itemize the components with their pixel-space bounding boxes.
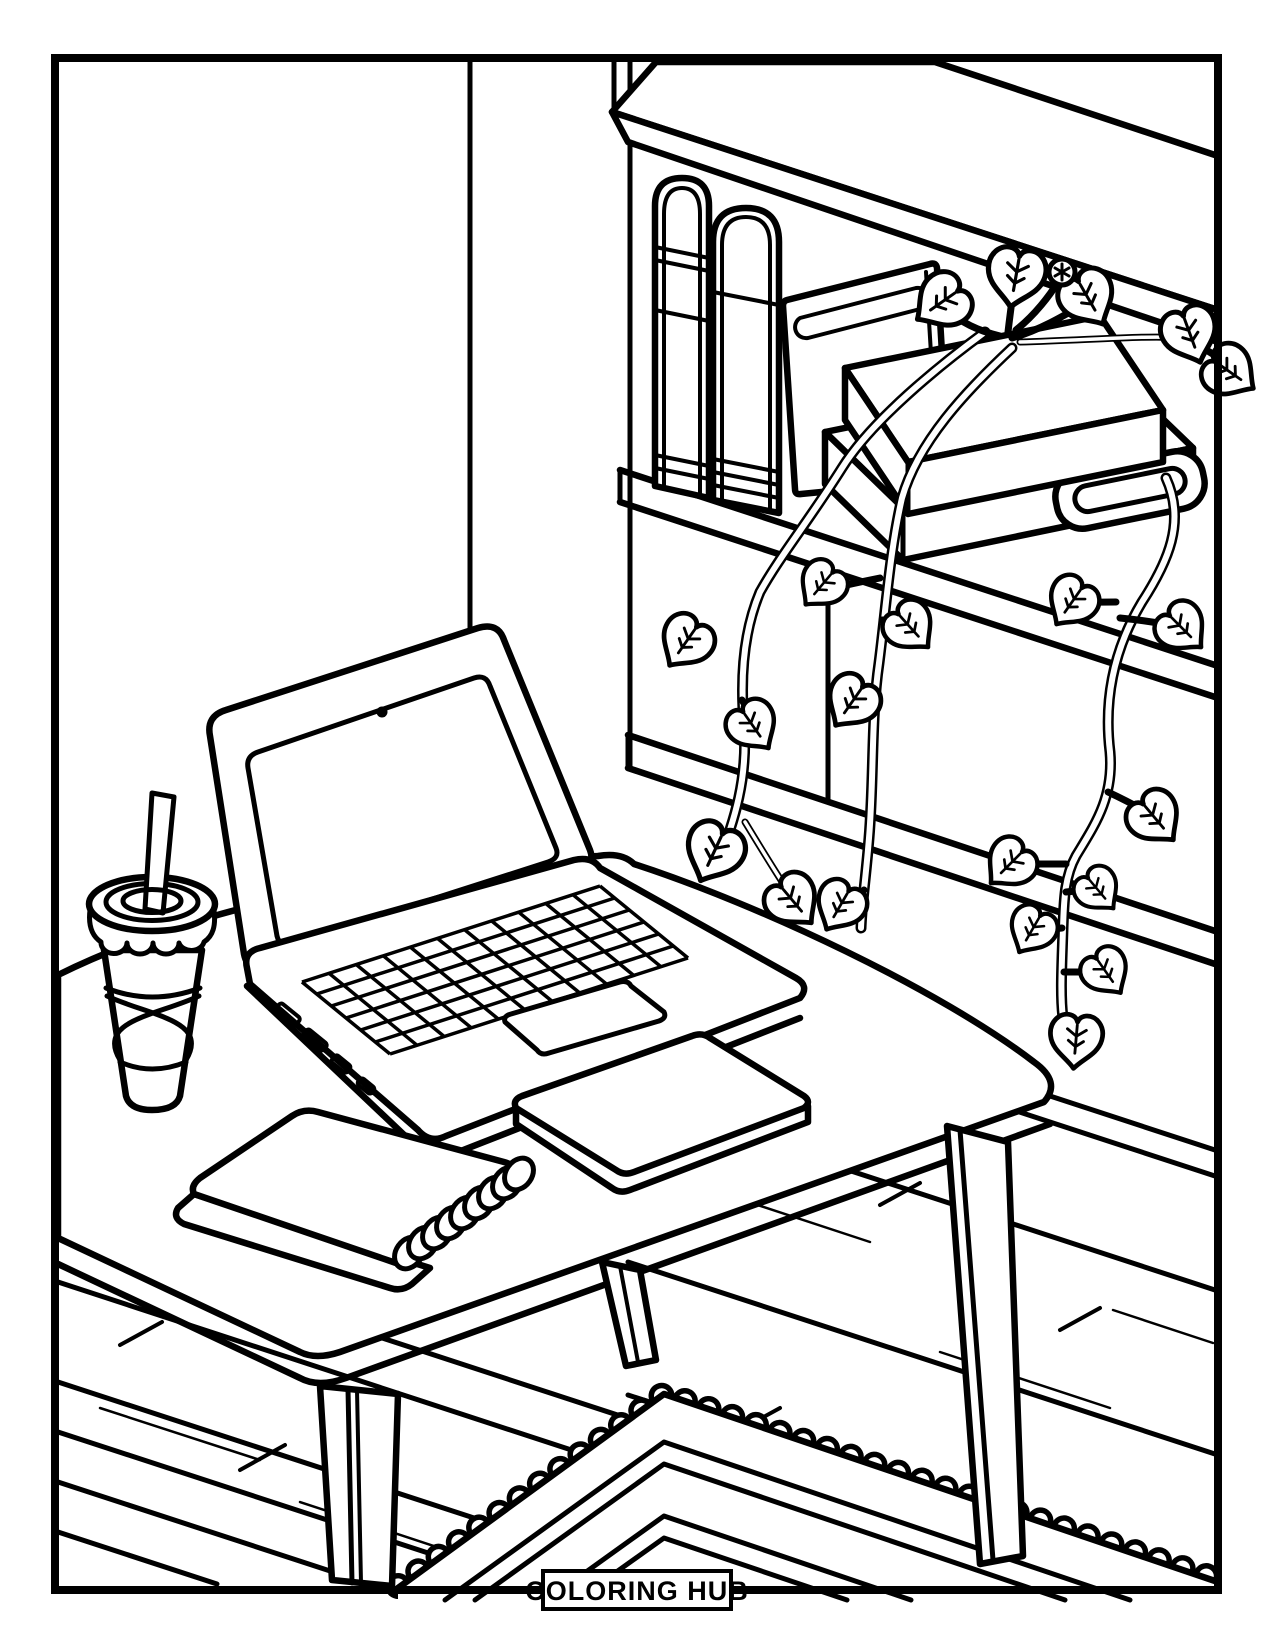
laptop-keyboard	[300, 884, 690, 1056]
notebook-spiral-coils	[392, 1155, 536, 1272]
webcam-dot	[376, 706, 388, 718]
desk-legs	[316, 1122, 1027, 1590]
spiral-notebook	[172, 1107, 536, 1293]
vine-leaves	[648, 244, 1268, 1071]
vertical-book-2	[709, 204, 783, 517]
laptop	[206, 623, 808, 1162]
laptop-base	[243, 855, 808, 1143]
tablet-book	[511, 1031, 812, 1195]
laptop-trackpad	[502, 979, 668, 1057]
laptop-ports	[274, 1001, 377, 1096]
vertical-book-1	[651, 174, 713, 502]
brand-label-text: COLORING HUB	[525, 1576, 749, 1606]
rug	[385, 1379, 1231, 1606]
book-stack-wrap	[1052, 448, 1208, 532]
shelf-cubby	[624, 565, 1222, 969]
cup-body	[100, 946, 206, 1114]
notebook-back-cover	[172, 1190, 434, 1293]
coffee-cup	[85, 790, 219, 1114]
pothos-plant	[648, 244, 1268, 1071]
vine-stem-2	[855, 342, 1018, 934]
vine-stem-3	[1055, 472, 1180, 1064]
round-leaf	[1046, 256, 1078, 288]
brand-label-box: COLORING HUB	[525, 1569, 749, 1611]
stacked-books	[821, 312, 1208, 564]
rug-edge	[394, 1390, 1222, 1592]
vine-stem-1	[714, 326, 991, 864]
